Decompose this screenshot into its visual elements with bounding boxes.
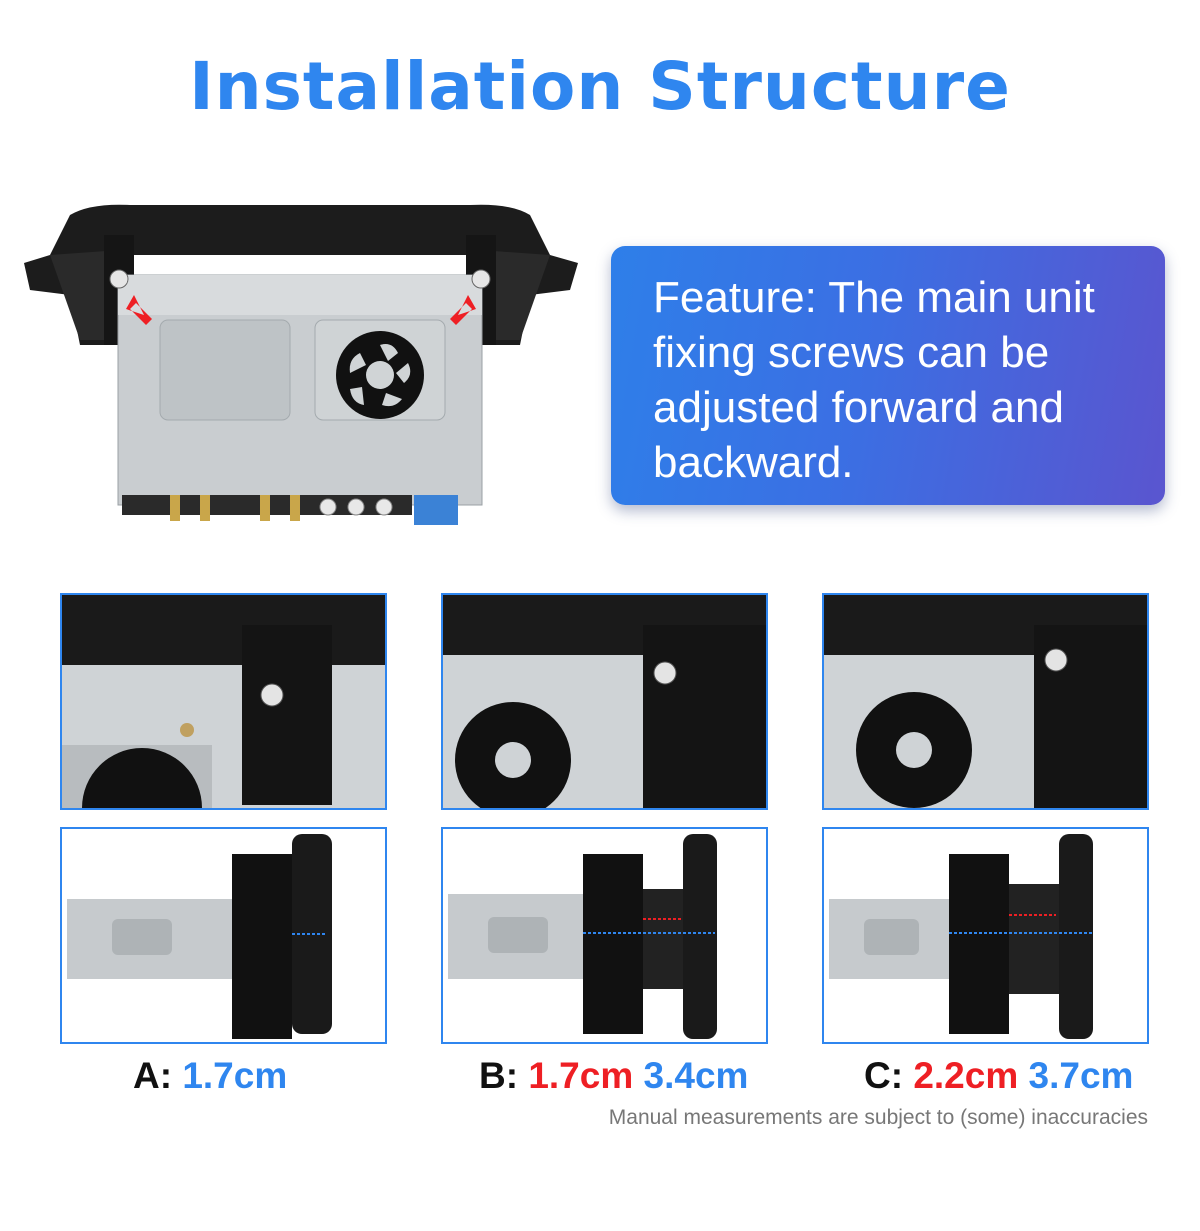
measurement-value: 1.7cm [528, 1055, 634, 1096]
head-unit-illustration [10, 195, 590, 545]
caption-option-b: B: 1.7cm 3.4cm [479, 1055, 748, 1097]
photo-a-sideview [60, 827, 387, 1044]
disclaimer-note: Manual measurements are subject to (some… [608, 1106, 1148, 1129]
photo-c-closeup [822, 593, 1149, 810]
measurement-value: 1.7cm [182, 1055, 288, 1096]
caption-letter: A: [133, 1055, 173, 1096]
photo-a-closeup [60, 593, 387, 810]
measurement-value: 3.7cm [1028, 1055, 1134, 1096]
measurement-value: 3.4cm [643, 1055, 749, 1096]
page-title: Installation Structure [189, 48, 1011, 125]
photo-b-sideview [441, 827, 768, 1044]
feature-callout: Feature: The main unit fixing screws can… [611, 246, 1165, 505]
caption-letter: C: [864, 1055, 904, 1096]
photo-c-sideview [822, 827, 1149, 1044]
caption-option-a: A: 1.7cm [133, 1055, 287, 1097]
caption-letter: B: [479, 1055, 519, 1096]
photo-b-closeup [441, 593, 768, 810]
measurement-value: 2.2cm [913, 1055, 1019, 1096]
caption-option-c: C: 2.2cm 3.7cm [864, 1055, 1133, 1097]
